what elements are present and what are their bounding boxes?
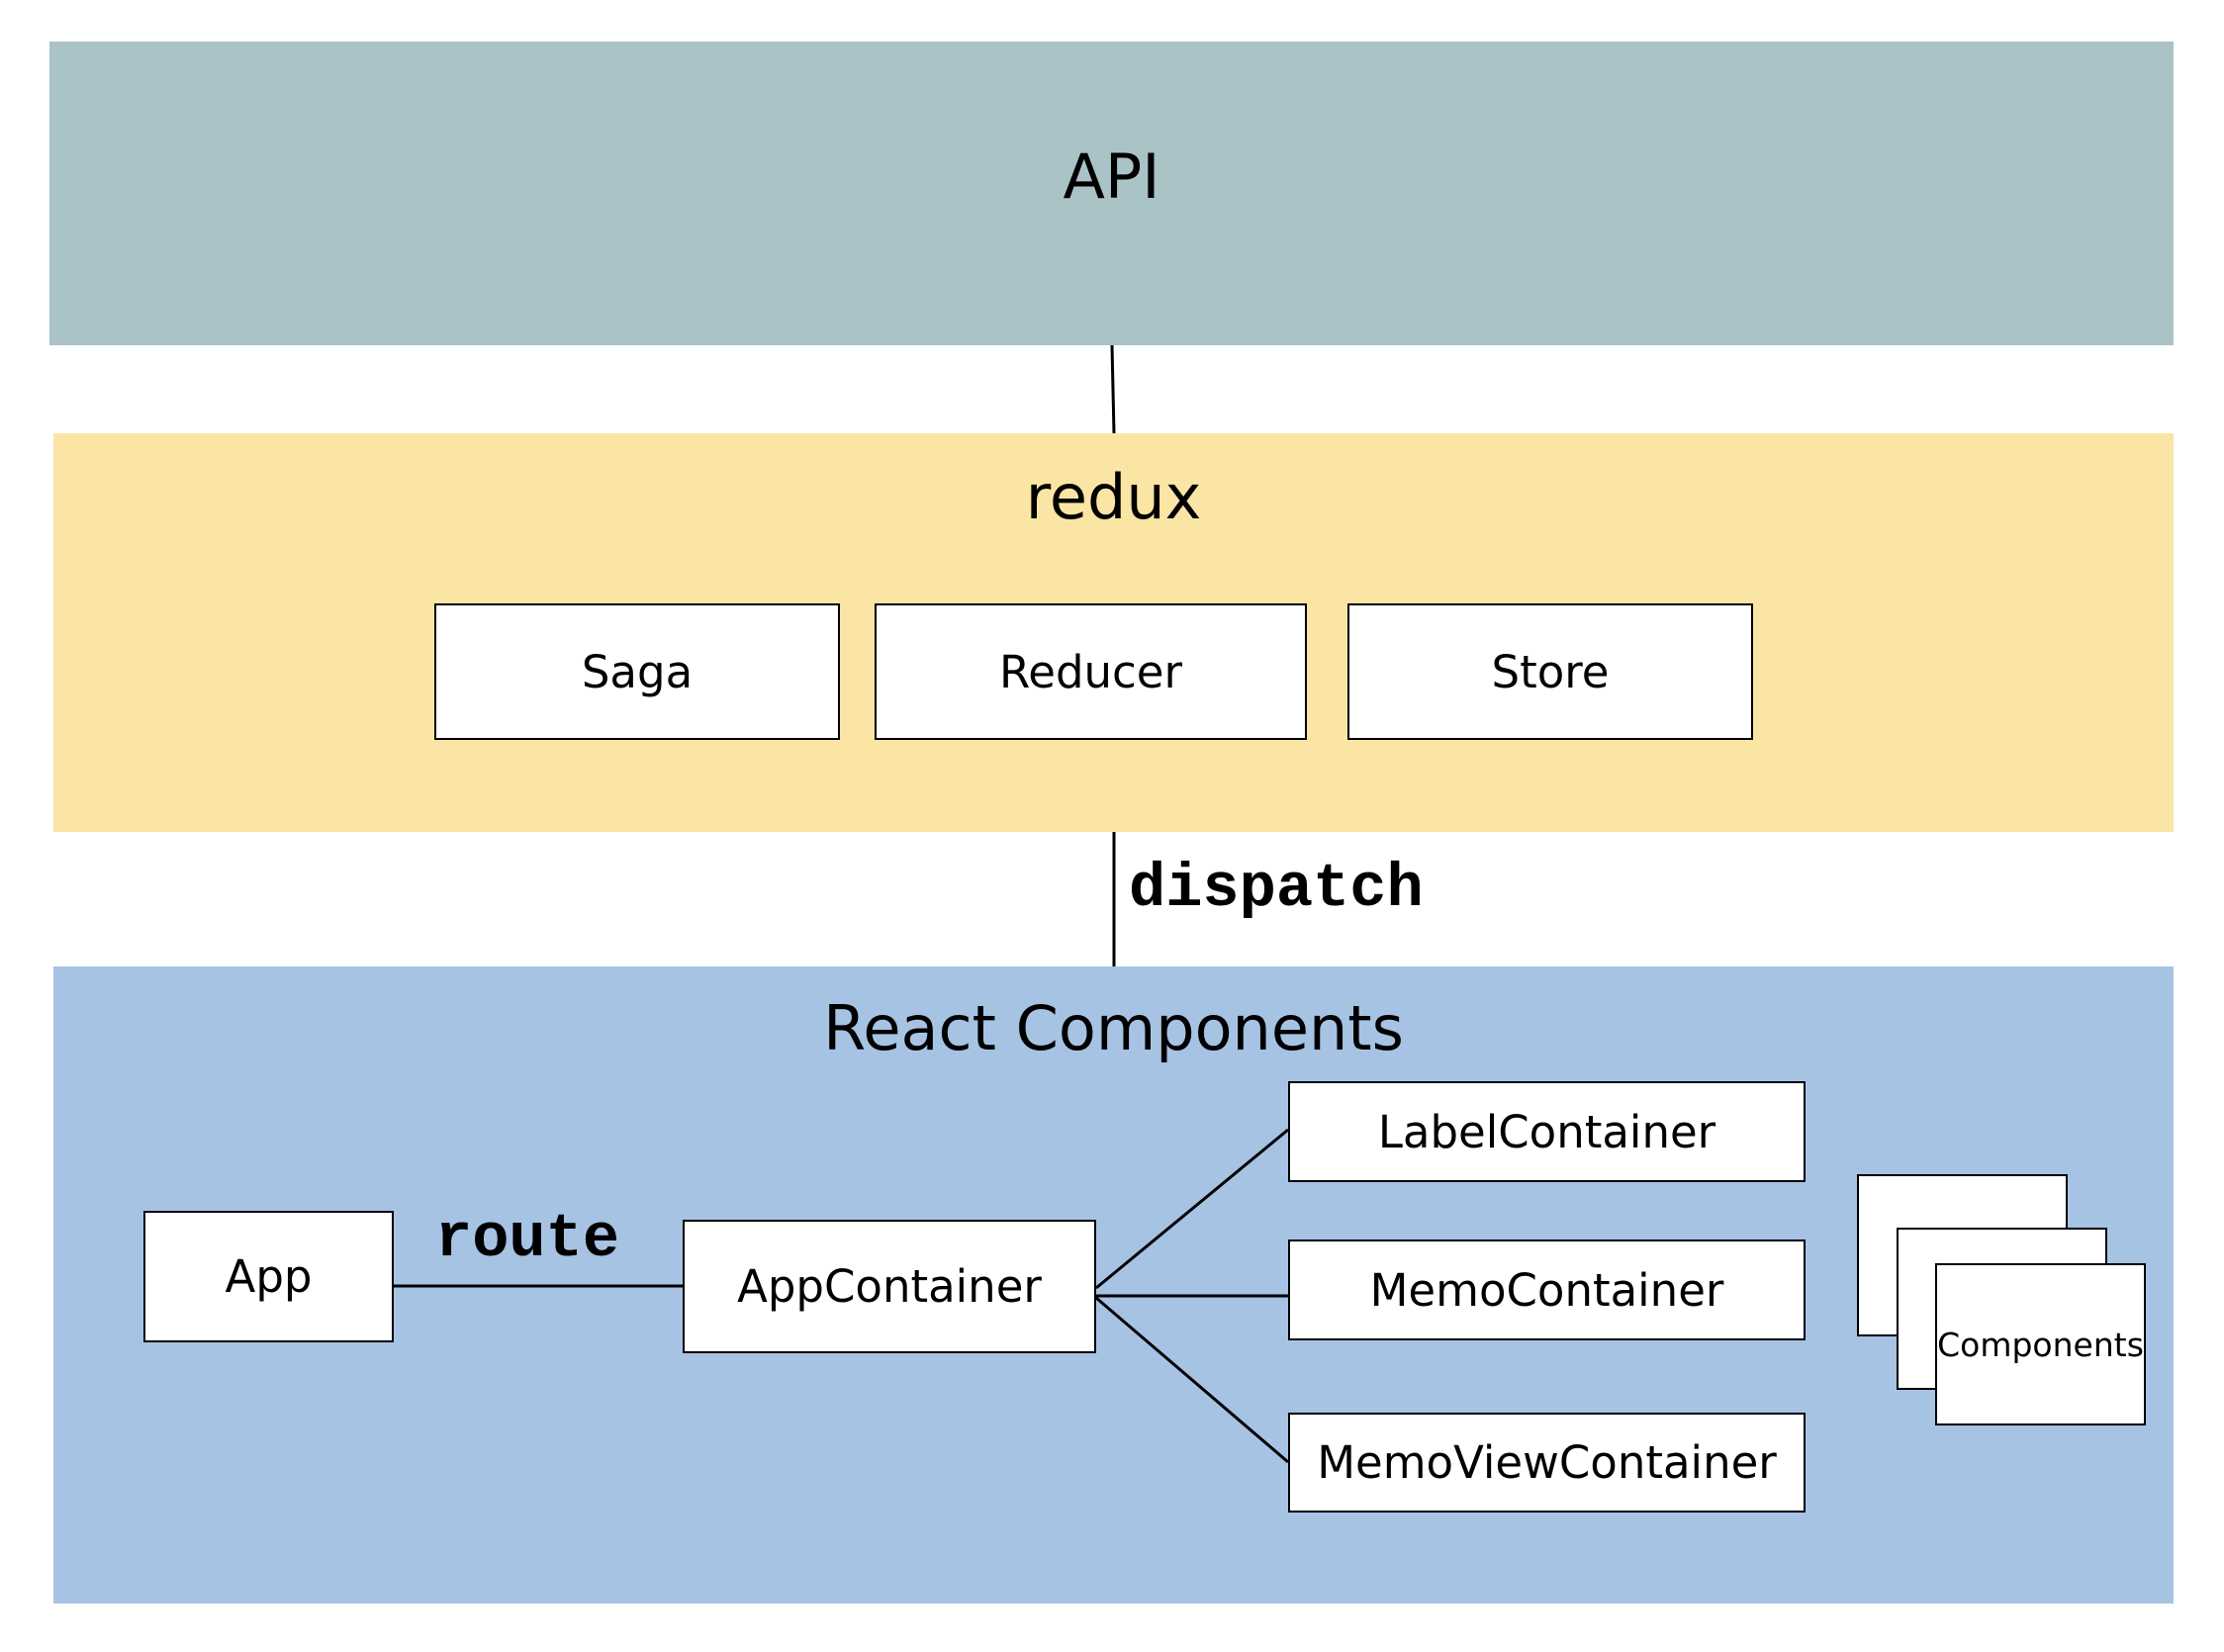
- label-container-box: LabelContainer: [1288, 1081, 1806, 1182]
- components-label: Components: [1937, 1325, 2144, 1364]
- store-label: Store: [1491, 645, 1610, 698]
- app-container-box: AppContainer: [683, 1220, 1096, 1353]
- app-container-label: AppContainer: [737, 1260, 1042, 1313]
- react-components-title: React Components: [823, 992, 1404, 1064]
- dispatch-label: dispatch: [1129, 854, 1424, 924]
- redux-title: redux: [1025, 461, 1202, 533]
- store-box: Store: [1347, 603, 1753, 740]
- components-stack-front: Components: [1935, 1263, 2146, 1425]
- memo-view-container-label: MemoViewContainer: [1317, 1436, 1777, 1489]
- memo-container-box: MemoContainer: [1288, 1239, 1806, 1340]
- saga-label: Saga: [581, 645, 694, 698]
- app-label: App: [225, 1250, 313, 1303]
- memo-container-label: MemoContainer: [1369, 1263, 1724, 1317]
- app-box: App: [143, 1211, 394, 1342]
- memo-view-container-box: MemoViewContainer: [1288, 1413, 1806, 1513]
- route-label: route: [435, 1204, 620, 1274]
- saga-box: Saga: [434, 603, 840, 740]
- label-container-label: LabelContainer: [1377, 1105, 1716, 1158]
- reducer-label: Reducer: [999, 645, 1182, 698]
- api-redux-connector: [1110, 344, 1116, 434]
- api-title: API: [1063, 140, 1160, 213]
- api-layer: API: [49, 42, 2174, 345]
- reducer-box: Reducer: [875, 603, 1307, 740]
